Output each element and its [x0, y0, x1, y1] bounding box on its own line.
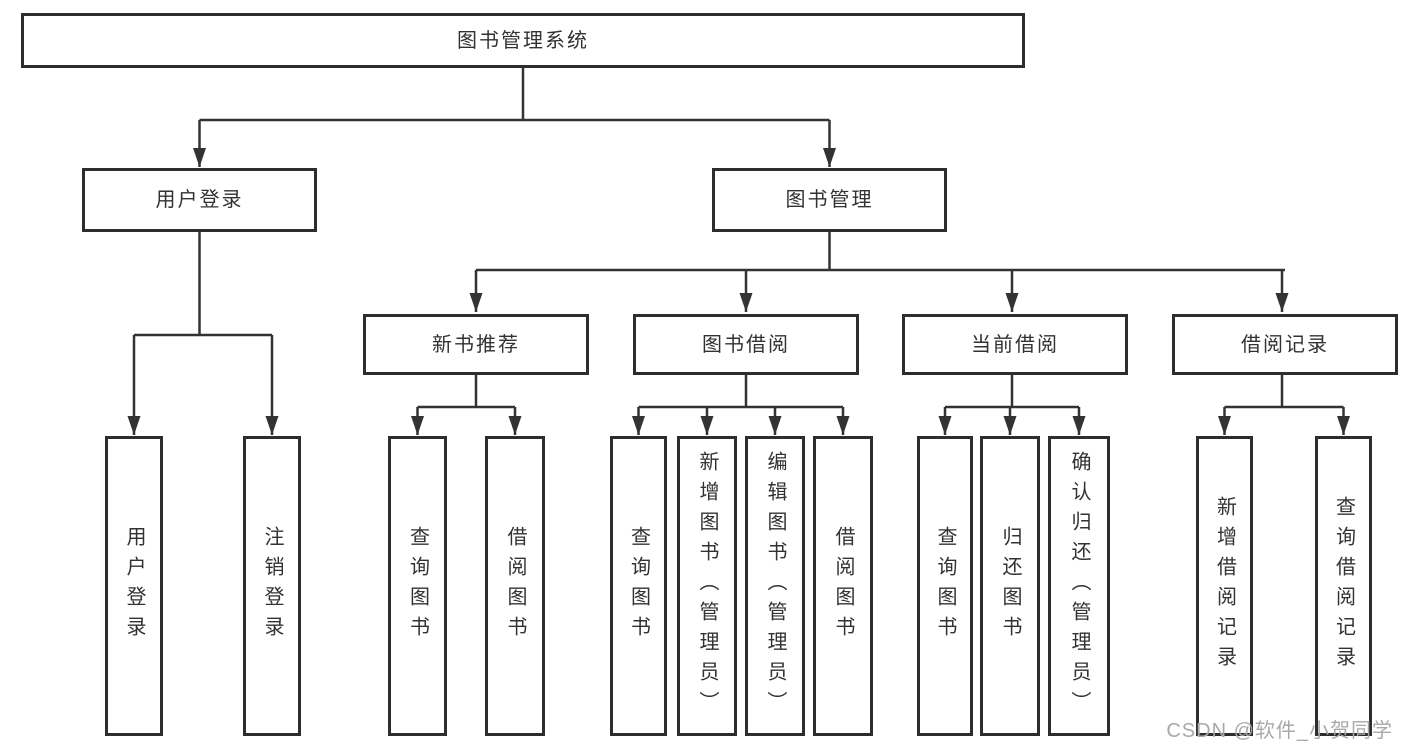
node-borrowing-records: 借阅记录 — [1172, 314, 1398, 375]
node-book-borrowing: 图书借阅 — [633, 314, 859, 375]
node-borrow-book-a: 借阅图书 — [485, 436, 545, 736]
connector-user-login — [127, 232, 279, 435]
node-current-borrowing: 当前借阅 — [902, 314, 1128, 375]
node-query-borrow-record: 查询借阅记录 — [1315, 436, 1372, 736]
node-book-management: 图书管理 — [712, 168, 947, 232]
node-borrow-book-b: 借阅图书 — [813, 436, 873, 736]
node-query-book-a: 查询图书 — [388, 436, 447, 736]
node-add-borrow-record: 新增借阅记录 — [1196, 436, 1253, 736]
connector-book-borrowing — [632, 375, 850, 435]
node-new-book-recommend: 新书推荐 — [363, 314, 589, 375]
node-confirm-return-admin: 确认归还（管理员） — [1048, 436, 1110, 736]
connector-new-book-recommend — [411, 375, 522, 435]
node-return-book: 归还图书 — [980, 436, 1040, 736]
connector-current-borrowing — [938, 375, 1086, 435]
node-edit-book-admin: 编辑图书（管理员） — [745, 436, 805, 736]
node-query-book-b: 查询图书 — [610, 436, 667, 736]
connector-book-management — [469, 232, 1289, 312]
watermark-text: CSDN @软件_小贺同学 — [1166, 720, 1393, 742]
connector-root — [193, 68, 836, 167]
node-login: 用户登录 — [105, 436, 163, 736]
node-root: 图书管理系统 — [21, 13, 1025, 68]
node-add-book-admin: 新增图书（管理员） — [677, 436, 737, 736]
node-query-book-c: 查询图书 — [917, 436, 973, 736]
node-user-login: 用户登录 — [82, 168, 317, 232]
node-logout: 注销登录 — [243, 436, 301, 736]
connector-borrowing-records — [1218, 375, 1350, 435]
